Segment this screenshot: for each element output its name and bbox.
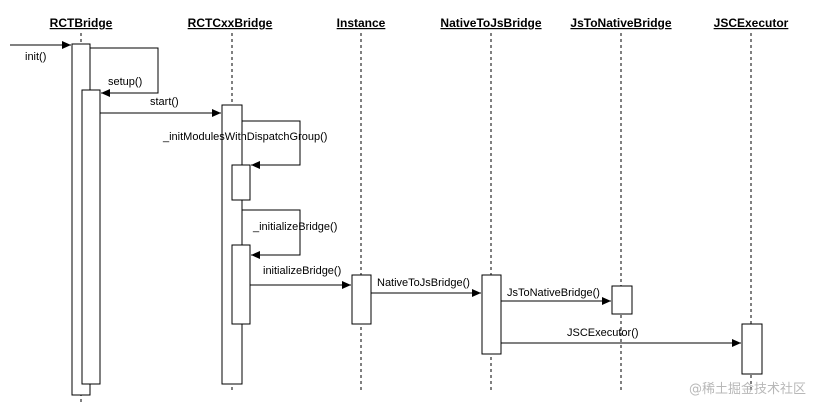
message-initialize-bridge-private-label: _initializeBridge() xyxy=(252,221,337,233)
message-setup-arrow xyxy=(90,47,159,97)
message-start-label: start() xyxy=(150,96,179,108)
activation-instance xyxy=(351,274,372,325)
message-setup-label: setup() xyxy=(108,76,142,88)
activation-nativetojsbridge xyxy=(481,274,502,355)
participant-instance: Instance xyxy=(337,16,386,30)
activation-jscexecutor xyxy=(741,323,763,375)
message-initialize-bridge-label: initializeBridge() xyxy=(263,265,341,277)
watermark: @稀土掘金技术社区 xyxy=(689,381,806,397)
message-js-to-native-bridge-label: JsToNativeBridge() xyxy=(507,287,600,299)
participant-jstonativebridge: JsToNativeBridge xyxy=(570,16,671,30)
message-jsc-executor-label: JSCExecutor() xyxy=(567,327,639,339)
activation-rctcxxbridge-initialize-bridge xyxy=(231,244,251,325)
participant-rctbridge: RCTBridge xyxy=(50,16,113,30)
message-init-modules-label: _initModulesWithDispatchGroup() xyxy=(162,131,327,143)
participant-rctcxxbridge: RCTCxxBridge xyxy=(188,16,273,30)
participant-nativetojsbridge: NativeToJsBridge xyxy=(440,16,541,30)
message-initialize-bridge-private-arrow xyxy=(242,209,301,259)
activation-jstonativebridge xyxy=(611,285,633,315)
activation-rctbridge-setup xyxy=(81,89,101,385)
participant-jscexecutor: JSCExecutor xyxy=(714,16,789,30)
message-native-to-js-bridge-label: NativeToJsBridge() xyxy=(377,277,470,289)
message-init-modules-arrow xyxy=(242,120,301,169)
message-init-label: init() xyxy=(25,51,46,63)
activation-rctcxxbridge-init-modules xyxy=(231,164,251,201)
